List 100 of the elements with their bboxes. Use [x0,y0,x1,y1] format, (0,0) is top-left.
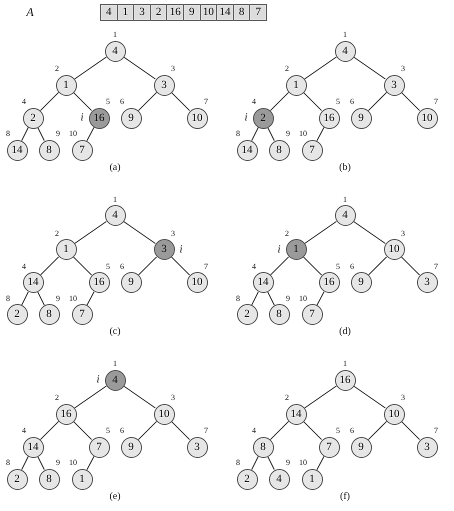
index-label: 4 [22,98,26,106]
tree-edge [251,126,259,142]
pointer-label: i [80,112,84,124]
index-label: 6 [350,98,354,106]
highlighted-heap-node: 16 [88,108,110,128]
heap-node: 8 [38,468,60,490]
index-label: 1 [113,31,117,39]
index-label: 2 [285,65,289,73]
tree-edge [72,92,92,112]
highlighted-heap-node: 3 [154,239,174,260]
index-label: 4 [252,98,256,106]
index-label: 5 [336,427,340,435]
heap-node: 2 [6,468,28,490]
heap-node: 9 [350,436,372,458]
index-label: 7 [204,98,208,106]
tree-edge [37,456,45,470]
index-label: 7 [204,427,208,435]
heap-node: 14 [236,140,258,160]
tree-edge [302,92,322,112]
tree-edge [21,456,29,470]
heap-node: 16 [56,404,76,424]
tree-edge [123,56,156,80]
tree-edge [123,385,156,409]
array-cell: 7 [249,4,267,20]
heap-node: 3 [416,436,438,458]
tree-edge [400,420,420,440]
heap-node: 3 [186,436,208,458]
heap-node: 14 [22,436,44,458]
heap-node: 9 [120,436,142,458]
index-label: 8 [236,130,240,138]
tree-edge [304,385,337,409]
tree-edge [251,456,259,470]
heap-node: 7 [88,436,110,458]
tree-edge [251,291,259,306]
heap-node: 8 [252,436,274,458]
index-label: 4 [22,262,26,270]
tree-edge [40,420,60,440]
tree-edge [37,126,45,142]
tree-edge [72,256,92,276]
heap-node: 3 [154,74,174,96]
index-label: 1 [343,31,347,39]
heap-node: 3 [384,74,404,96]
tree-edge [270,420,290,440]
index-label: 7 [204,262,208,270]
array-cell: 4 [100,4,118,20]
heap-node: 10 [384,239,404,260]
heap-node: 2 [22,108,44,128]
heap-node: 2 [6,304,28,325]
tree-edge [368,420,388,440]
tree-edge [302,420,322,440]
heap-node: 4 [334,40,356,62]
index-label: 1 [343,196,347,204]
subfigure-caption: (b) [339,163,351,173]
tree-edge [74,56,107,80]
tree-edge [316,291,325,306]
index-label: 8 [236,294,240,302]
index-label: 1 [113,196,117,204]
index-label: 1 [113,360,117,368]
heap-node: 10 [186,108,208,128]
heap-node: 4 [104,40,126,62]
heap-node: 10 [384,404,404,424]
array-cell: 3 [133,4,151,20]
tree-edge [400,256,420,276]
tree-edge [368,256,388,276]
heap-node: 9 [350,272,372,293]
heap-node: 2 [236,304,258,325]
index-label: 9 [56,130,60,138]
heap-node: 7 [72,304,92,325]
heap-node: 1 [72,468,92,490]
array-cell: 16 [166,4,184,20]
heap-node: 1 [302,468,322,490]
tree-edge [86,291,95,306]
index-label: 4 [252,427,256,435]
index-label: 9 [56,294,60,302]
heap-node: 14 [286,404,306,424]
tree-edge [170,420,190,440]
index-label: 5 [106,262,110,270]
tree-edge [400,92,420,112]
index-label: 9 [286,294,290,302]
heap-node: 1 [56,239,76,260]
index-label: 7 [434,427,438,435]
heap-node: 2 [236,468,258,490]
index-label: 6 [120,262,124,270]
tree-edge [316,126,325,142]
index-label: 10 [299,130,307,138]
index-label: 3 [171,230,175,238]
pointer-label: i [277,244,281,255]
index-label: 2 [55,394,59,402]
subfigure-caption: (e) [109,492,121,502]
index-label: 2 [55,65,59,73]
index-label: 5 [106,427,110,435]
index-label: 5 [106,98,110,106]
index-label: 9 [286,130,290,138]
heap-node: 10 [416,108,438,128]
index-label: 6 [350,262,354,270]
tree-edge [21,126,29,142]
index-label: 8 [6,459,10,467]
heap-node: 14 [6,140,28,160]
tree-edge [368,92,388,112]
index-label: 5 [336,262,340,270]
